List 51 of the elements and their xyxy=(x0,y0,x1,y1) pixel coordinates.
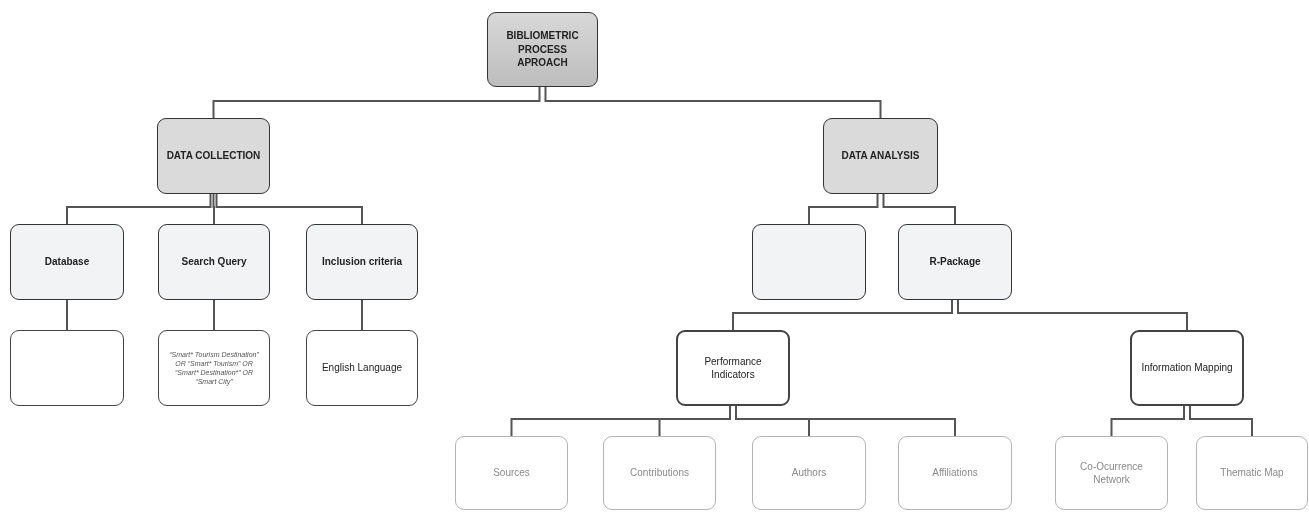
node-label: Contributions xyxy=(630,466,689,480)
node-label: DATA ANALYSIS xyxy=(841,149,920,163)
process-box xyxy=(898,436,1012,510)
process-box xyxy=(752,436,866,510)
node-label: Performance Indicators xyxy=(703,354,763,382)
connector-line xyxy=(808,193,879,225)
process-box xyxy=(10,224,124,300)
connector-line xyxy=(66,193,212,225)
connector-line xyxy=(882,193,956,225)
process-box xyxy=(306,330,418,406)
connector-line xyxy=(1189,405,1253,437)
process-box xyxy=(823,118,938,194)
process-box xyxy=(1055,436,1168,510)
node-label: Information Mapping xyxy=(1141,361,1233,375)
process-box xyxy=(676,330,790,406)
node-label: English Language xyxy=(321,361,403,375)
connector-line xyxy=(957,299,1188,331)
process-box xyxy=(898,224,1012,300)
node-label: R-Package xyxy=(929,255,981,269)
node-label: Database xyxy=(44,255,90,269)
connector-line xyxy=(212,193,215,225)
connector-line xyxy=(658,405,731,437)
node-label: Search Query xyxy=(181,255,247,269)
process-box xyxy=(158,224,270,300)
process-box xyxy=(455,436,568,510)
connector-line xyxy=(212,86,541,119)
node-label: BIBLIOMETRIC PROCESS APROACH xyxy=(505,29,580,70)
process-box xyxy=(1130,330,1244,406)
connector-line xyxy=(1110,405,1185,437)
process-box xyxy=(1196,436,1308,510)
connector-line xyxy=(66,299,68,331)
node-label: Thematic Map xyxy=(1220,466,1284,480)
connector-line xyxy=(544,86,882,119)
empty-box xyxy=(10,330,124,406)
connector-line xyxy=(735,405,956,437)
process-box xyxy=(603,436,716,510)
node-label: DATA COLLECTION xyxy=(166,149,261,163)
process-box xyxy=(157,118,270,194)
connector-line xyxy=(361,299,363,331)
node-label: Affiliations xyxy=(932,466,978,480)
process-box xyxy=(306,224,418,300)
process-box xyxy=(487,12,598,87)
connector-line xyxy=(213,299,215,331)
connector-line xyxy=(215,193,363,225)
node-label: Co-Ocurrence Network xyxy=(1079,459,1144,487)
connector-line xyxy=(732,299,953,331)
empty-box xyxy=(752,224,866,300)
process-box xyxy=(158,330,270,406)
node-label: Inclusion criteria xyxy=(322,255,402,269)
node-label: Authors xyxy=(791,466,827,480)
node-label: Sources xyxy=(493,466,530,480)
